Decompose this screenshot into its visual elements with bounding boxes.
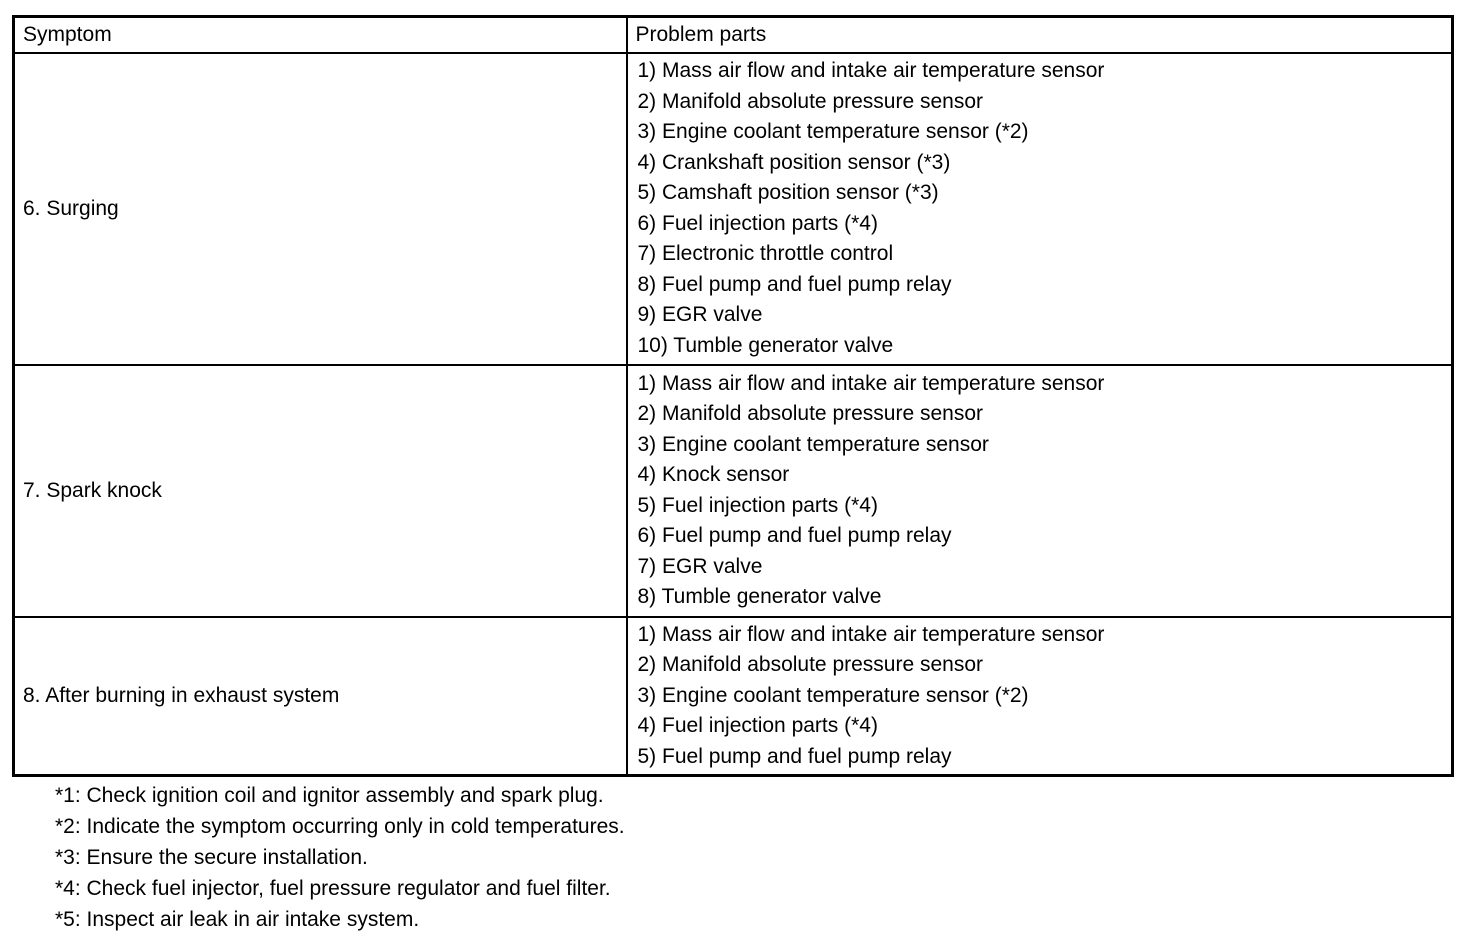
problem-part-item: 4) Knock sensor bbox=[637, 463, 790, 486]
table-row: 8. After burning in exhaust system 1) Mas… bbox=[12, 615, 1454, 777]
problem-part-item: 5) Camshaft position sensor (*3) bbox=[637, 181, 939, 204]
problem-part-item: 4) Crankshaft position sensor (*3) bbox=[637, 150, 951, 174]
problem-parts-column-header: Problem parts bbox=[625, 15, 1454, 54]
problem-part-item: 7) Electronic throttle control bbox=[637, 242, 894, 265]
footnotes-section: *1: Check ignition coil and ignitor asse… bbox=[55, 780, 625, 935]
symptom-cell: 6. Surging bbox=[12, 51, 628, 366]
table-header: Symptom Problem parts bbox=[12, 15, 1454, 54]
problem-part-item: 2) Manifold absolute pressure sensor bbox=[637, 402, 984, 425]
header-row: Symptom Problem parts bbox=[12, 15, 1454, 54]
problem-part-item: 10) Tumble generator valve bbox=[637, 333, 894, 357]
problem-part-item: 8) Fuel pump and fuel pump relay bbox=[637, 272, 952, 296]
problem-part-item: 6) Fuel injection parts (*4) bbox=[637, 211, 878, 235]
problem-part-item: 8) Tumble generator valve bbox=[637, 585, 882, 608]
symptom-problem-parts-table: Symptom Problem parts 6. Surging 1) Mass … bbox=[12, 15, 1454, 777]
problem-part-item: 9) EGR valve bbox=[637, 303, 763, 326]
footnote-item: *2: Indicate the symptom occurring only … bbox=[55, 815, 625, 838]
problem-part-item: 1) Mass air flow and intake air temperat… bbox=[637, 371, 1105, 395]
footnote-item: *1: Check ignition coil and ignitor asse… bbox=[55, 784, 604, 807]
problem-part-item: 2) Manifold absolute pressure sensor bbox=[637, 89, 984, 113]
problem-parts-cell: 1) Mass air flow and intake air temperat… bbox=[625, 363, 1454, 618]
problem-parts-cell: 1) Mass air flow and intake air temperat… bbox=[625, 615, 1454, 777]
problem-part-item: 3) Engine coolant temperature sensor (*2… bbox=[637, 120, 1029, 143]
footnote-item: *3: Ensure the secure installation. bbox=[55, 846, 368, 869]
symptom-column-header: Symptom bbox=[12, 15, 628, 54]
symptom-table-body: 6. Surging 1) Mass air flow and intake ai… bbox=[12, 51, 1454, 777]
table-row: 7. Spark knock 1) Mass air flow and intak… bbox=[12, 363, 1454, 618]
problem-parts-cell: 1) Mass air flow and intake air temperat… bbox=[625, 51, 1454, 366]
symptom-cell: 7. Spark knock bbox=[12, 363, 628, 618]
problem-part-item: 2) Manifold absolute pressure sensor bbox=[637, 653, 984, 676]
problem-part-item: 1) Mass air flow and intake air temperat… bbox=[637, 59, 1105, 82]
problem-part-item: 3) Engine coolant temperature sensor bbox=[637, 432, 989, 456]
problem-part-item: 4) Fuel injection parts (*4) bbox=[637, 714, 878, 737]
problem-part-item: 3) Engine coolant temperature sensor (*2… bbox=[637, 683, 1029, 707]
problem-part-item: 5) Fuel injection parts (*4) bbox=[637, 493, 878, 517]
footnote-item: *4: Check fuel injector, fuel pressure r… bbox=[55, 877, 611, 900]
problem-part-item: 6) Fuel pump and fuel pump relay bbox=[637, 524, 952, 547]
footnote-item: *5: Inspect air leak in air intake syste… bbox=[55, 908, 420, 931]
problem-part-item: 5) Fuel pump and fuel pump relay bbox=[637, 744, 952, 768]
problem-part-item: 7) EGR valve bbox=[637, 554, 763, 578]
problem-part-item: 1) Mass air flow and intake air temperat… bbox=[637, 622, 1105, 646]
table-row: 6. Surging 1) Mass air flow and intake ai… bbox=[12, 51, 1454, 366]
symptom-cell: 8. After burning in exhaust system bbox=[12, 615, 628, 777]
